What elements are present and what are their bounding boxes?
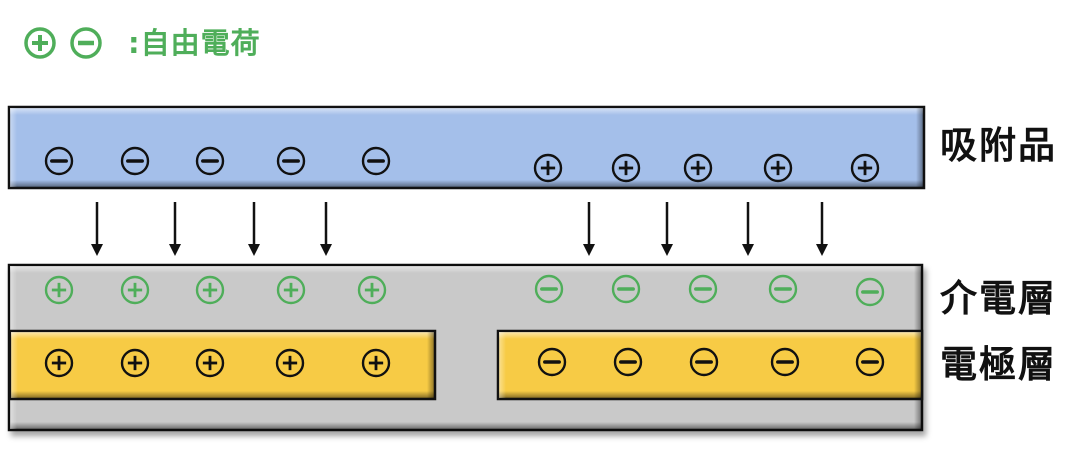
electrode-charge-minus [613, 347, 643, 377]
adsorbate-charge-plus [611, 153, 641, 183]
electrode-charge-plus [120, 348, 150, 378]
free-charge-plus [357, 275, 387, 305]
adsorbate-charge-minus [276, 146, 306, 176]
adsorbate-charge-plus [683, 153, 713, 183]
down-arrow-icon [742, 202, 754, 256]
label-electrode: 電極層 [940, 343, 1057, 386]
legend: :自由電荷 [24, 26, 261, 60]
legend-icons [24, 27, 102, 59]
adsorbate-charge-plus [763, 153, 793, 183]
adsorbate-charge-plus [533, 153, 563, 183]
attraction-arrows [91, 202, 828, 256]
electrode-right-box [496, 329, 924, 401]
free-charge-minus [611, 274, 641, 304]
electrode-charge-plus [44, 348, 74, 378]
down-arrow-icon [583, 202, 595, 256]
adsorbate-box-body [7, 105, 926, 190]
adsorbate-charge-minus [361, 146, 391, 176]
down-arrow-icon [661, 202, 673, 256]
free-charge-minus [534, 274, 564, 304]
label-dielectric: 介電層 [940, 277, 1057, 320]
free-charge-plus [120, 275, 150, 305]
electrode-left-box [8, 329, 437, 401]
down-arrow-icon [248, 202, 260, 256]
adsorbate-box [7, 105, 926, 190]
free-charge-minus [688, 274, 718, 304]
label-adsorbate: 吸附品 [940, 124, 1057, 167]
electrode-charge-minus [537, 347, 567, 377]
electrode-charge-minus [855, 347, 885, 377]
free-charge-plus [195, 275, 225, 305]
electrode-left [8, 329, 437, 401]
free-charge-minus [855, 277, 885, 307]
legend-text: :自由電荷 [128, 26, 261, 60]
electrode-right-box-body [496, 329, 924, 401]
electrode-charge-minus [689, 347, 719, 377]
free-charge-minus [768, 274, 798, 304]
plus-circle-icon [24, 27, 56, 59]
down-arrow-icon [320, 202, 332, 256]
down-arrow-icon [91, 202, 103, 256]
electrode-charge-plus [195, 348, 225, 378]
free-charge-plus [276, 275, 306, 305]
electrode-right [496, 329, 924, 401]
minus-circle-icon [70, 27, 102, 59]
charges [44, 146, 885, 378]
adsorbate-charge-minus [44, 146, 74, 176]
adsorbate-charge-minus [120, 146, 150, 176]
down-arrow-icon [169, 202, 181, 256]
electrode-charge-plus [275, 348, 305, 378]
adsorbate-charge-minus [195, 146, 225, 176]
adsorbate-layer [7, 105, 926, 190]
down-arrow-icon [816, 202, 828, 256]
electrode-charge-plus [361, 348, 391, 378]
free-charge-plus [44, 275, 74, 305]
adsorbate-charge-plus [850, 153, 880, 183]
electrode-charge-minus [770, 347, 800, 377]
